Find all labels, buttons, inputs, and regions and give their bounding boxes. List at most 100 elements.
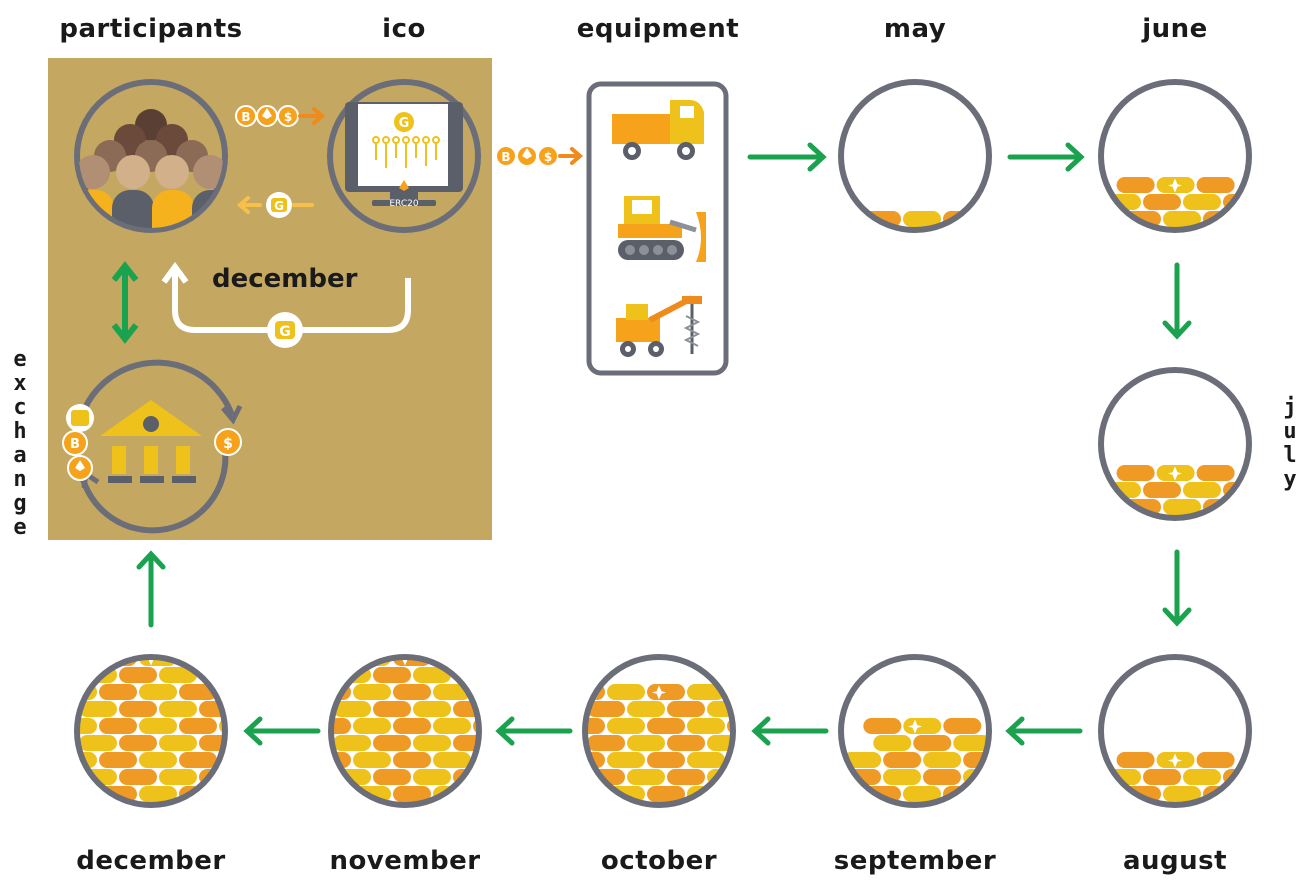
- month-circle-august: [1098, 654, 1252, 808]
- gold-nugget: [913, 735, 952, 751]
- gold-nugget: [953, 735, 987, 751]
- gold-nugget: [333, 786, 351, 802]
- token-icon: G: [274, 199, 284, 213]
- sparkle-icon: [1168, 178, 1182, 193]
- month-circle-november: [328, 654, 482, 808]
- gold-nugget: [1163, 211, 1201, 227]
- gold-nugget: [159, 769, 197, 785]
- sparkle-icon: [1168, 753, 1182, 768]
- gold-nugget: [1143, 194, 1181, 210]
- december-label: december: [76, 846, 226, 876]
- gold-nugget: [727, 684, 731, 700]
- september-label: september: [833, 846, 997, 876]
- gold-nugget: [1196, 465, 1235, 481]
- may-label: may: [883, 14, 947, 44]
- gold-nugget: [1143, 769, 1181, 785]
- gold-nugget: [159, 735, 197, 751]
- dollar-icon: $: [223, 436, 233, 452]
- gold-nugget: [1196, 177, 1235, 193]
- gold-nugget: [119, 701, 157, 717]
- equipment-box: [586, 81, 729, 376]
- ico-monitor-icon: G ERC20: [327, 79, 481, 233]
- gold-nugget: [199, 735, 223, 751]
- gold-nugget: [863, 718, 902, 734]
- gold-nugget: [687, 752, 725, 768]
- ico-label: ico: [382, 14, 426, 44]
- drill-rig-icon: [616, 295, 702, 357]
- gold-nugget: [843, 211, 861, 227]
- gold-nugget: [1183, 769, 1221, 785]
- gold-nugget: [587, 718, 605, 734]
- gold-nugget: [607, 752, 645, 768]
- december-panel-label: december: [212, 264, 358, 294]
- gold-nugget: [433, 718, 471, 734]
- month-circle-december: [74, 654, 228, 808]
- gold-nugget: [883, 752, 922, 768]
- gold-nugget: [119, 667, 157, 683]
- gold-nugget: [99, 684, 137, 700]
- exchange-bank-icon: B $: [62, 359, 243, 534]
- gold-nugget: [1143, 482, 1181, 498]
- gold-nugget: [119, 769, 157, 785]
- gold-nugget: [79, 659, 97, 666]
- gold-nugget: [647, 752, 685, 768]
- gold-nugget: [473, 684, 477, 700]
- gold-nugget: [373, 701, 411, 717]
- token-icon: G: [279, 324, 291, 340]
- gold-nugget: [1243, 499, 1247, 515]
- gold-nugget: [667, 769, 705, 785]
- gold-nugget: [219, 684, 223, 700]
- gold-nugget: [333, 735, 371, 751]
- gold-nugget: [219, 786, 223, 802]
- gold-nugget: [139, 752, 177, 768]
- arrow-december-to-exchange: [136, 550, 166, 628]
- gold-nugget: [1243, 211, 1247, 227]
- month-circle-july: [1098, 367, 1252, 521]
- gold-nugget: [1163, 499, 1201, 515]
- gold-nugget: [943, 718, 982, 734]
- gold-nugget: [983, 786, 987, 802]
- gold-nugget: [923, 769, 961, 785]
- gold-nugget: [393, 684, 431, 700]
- gold-nugget: [607, 718, 645, 734]
- august-label: august: [1122, 846, 1228, 876]
- gold-nugget: [983, 211, 987, 227]
- gold-nugget: [353, 718, 391, 734]
- gold-nugget: [473, 752, 477, 768]
- gold-nugget: [627, 701, 665, 717]
- gold-nugget: [1116, 752, 1155, 768]
- gold-nugget: [333, 718, 351, 734]
- gold-nugget: [139, 786, 177, 802]
- gold-nugget: [473, 786, 477, 802]
- gold-nugget: [587, 786, 605, 802]
- gold-nugget: [1103, 211, 1121, 227]
- arrow-september-to-october: [751, 716, 829, 746]
- month-circle-may: [838, 79, 992, 233]
- dollar-icon: $: [544, 150, 552, 164]
- arrow-may-to-june: [1007, 142, 1085, 172]
- bitcoin-icon: B: [70, 437, 80, 452]
- gold-nugget: [413, 769, 451, 785]
- arrow-august-to-september: [1005, 716, 1083, 746]
- gold-nugget: [373, 735, 411, 751]
- gold-nugget: [393, 659, 431, 666]
- arrow-november-to-december: [243, 716, 321, 746]
- gold-nugget: [587, 735, 625, 751]
- gold-nugget: [139, 684, 177, 700]
- gold-nugget: [607, 684, 645, 700]
- gold-nugget: [413, 701, 451, 717]
- gold-nugget: [99, 752, 137, 768]
- gold-nugget: [1243, 786, 1247, 802]
- gold-nugget: [179, 684, 217, 700]
- gold-nugget: [707, 735, 731, 751]
- sparkle-icon: [652, 685, 666, 700]
- december-token-arrow: G: [161, 261, 411, 348]
- bitcoin-icon: B: [501, 150, 510, 164]
- june-label: june: [1142, 14, 1208, 44]
- month-circle-september: [838, 654, 992, 808]
- gold-nugget: [333, 659, 351, 666]
- gold-nugget: [433, 752, 471, 768]
- gold-nugget: [219, 752, 223, 768]
- gold-nugget: [333, 701, 371, 717]
